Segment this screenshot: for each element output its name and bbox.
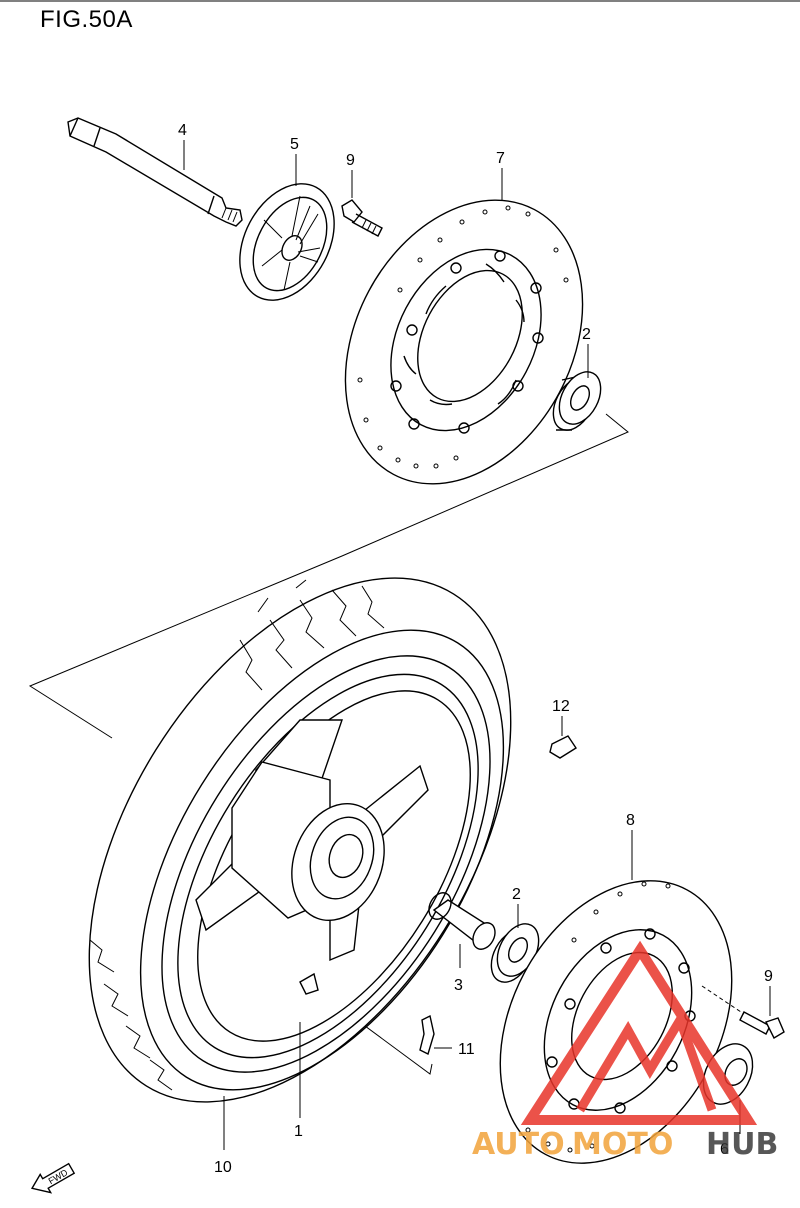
callout-9-top: 9 — [346, 152, 355, 169]
forward-direction-badge: FWD — [30, 1162, 76, 1194]
valve-part-11 — [419, 1014, 435, 1055]
callout-3: 3 — [454, 977, 463, 994]
spacer-part-3 — [428, 892, 496, 950]
wheel-assembly — [88, 577, 512, 1103]
watermark-text-hub: HUB — [706, 1127, 778, 1162]
callout-4: 4 — [178, 122, 187, 139]
bolt-part-9-top — [341, 199, 383, 237]
callout-12: 12 — [552, 698, 570, 715]
figure-title: FIG.50A — [40, 6, 133, 33]
bearing-part-2-bottom — [490, 923, 540, 983]
brake-disc-part-7 — [344, 199, 584, 485]
bearing-part-2-top — [552, 371, 602, 431]
callout-7: 7 — [496, 150, 505, 167]
callout-1: 1 — [294, 1123, 303, 1140]
callout-11: 11 — [458, 1041, 475, 1058]
callout-9-bottom: 9 — [764, 968, 773, 985]
brake-disc-part-8 — [499, 880, 733, 1164]
automotohub-watermark: AUTO MOTO HUB — [472, 940, 778, 1162]
clip-part-12 — [549, 735, 577, 759]
axle-part-4 — [67, 117, 243, 227]
bolt-part-9-bottom — [701, 985, 785, 1039]
collar-part-5 — [239, 183, 335, 301]
callout-5: 5 — [290, 136, 299, 153]
callout-8: 8 — [626, 812, 635, 829]
callout-10: 10 — [214, 1159, 232, 1176]
watermark-text-auto: AUTO — [472, 1127, 565, 1162]
watermark-triangle-icon — [520, 940, 758, 1125]
callout-6: 6 — [720, 1141, 729, 1158]
leader-lines — [183, 140, 771, 1150]
callout-2-bottom: 2 — [512, 886, 521, 903]
callout-2-top: 2 — [582, 326, 591, 343]
watermark-text-moto: MOTO — [572, 1127, 673, 1162]
